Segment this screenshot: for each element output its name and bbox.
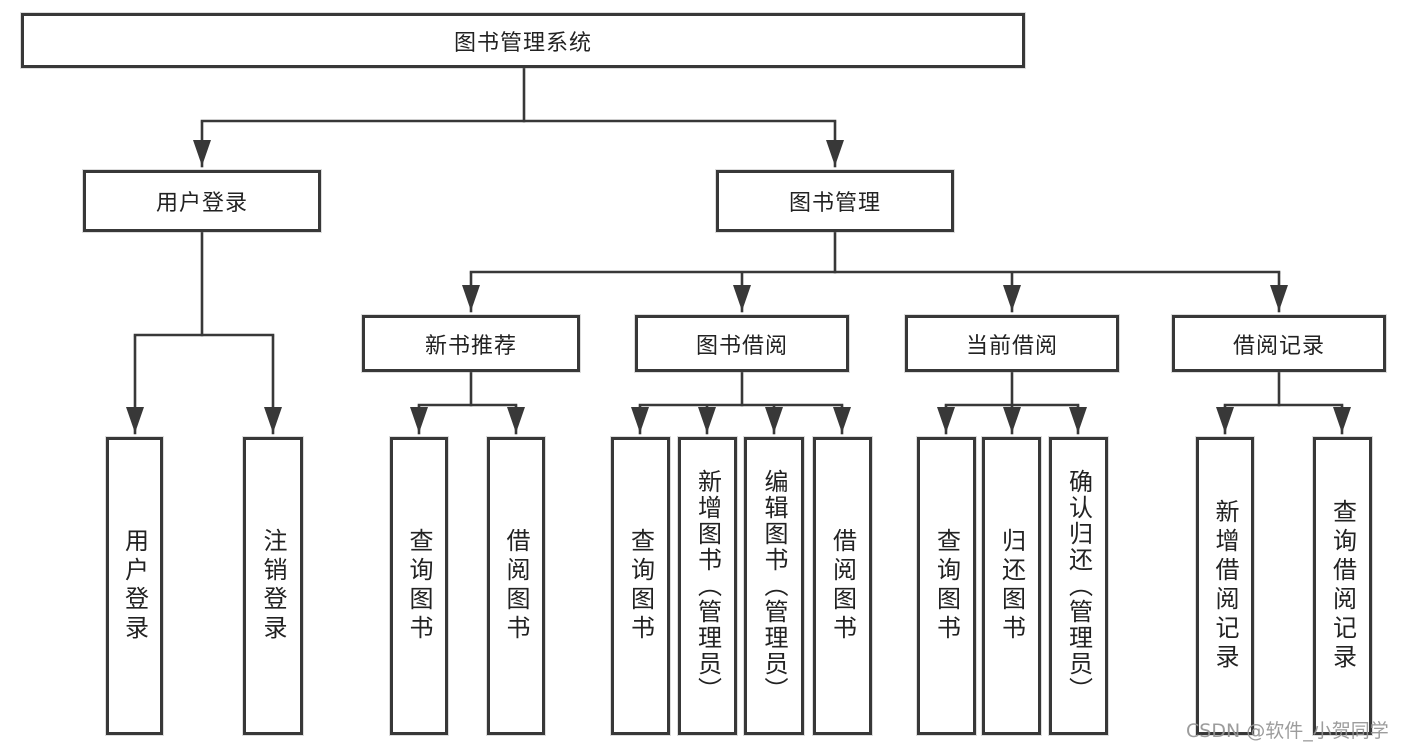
leaf-add-borrow-record: 新增借阅记录: [1196, 437, 1254, 735]
node-book-borrow: 图书借阅: [635, 315, 849, 372]
leaf-newbook-borrow-books-label: 借阅图书: [502, 528, 530, 644]
leaf-borrow-borrow-books-label: 借阅图书: [828, 528, 857, 644]
node-book-borrow-label: 图书借阅: [695, 333, 788, 359]
leaf-borrow-query-books-label: 查询图书: [626, 528, 655, 644]
node-current-borrow-label: 当前借阅: [965, 333, 1058, 359]
leaf-return-books: 归还图书: [982, 437, 1041, 735]
leaf-confirm-return-admin: 确认归还（管理员）: [1049, 437, 1108, 735]
leaf-borrow-query-books: 查询图书: [611, 437, 670, 735]
node-root-label: 图书管理系统: [453, 30, 592, 56]
leaf-add-book-admin-label: 新增图书（管理员）: [693, 469, 722, 703]
leaf-current-query-books: 查询图书: [917, 437, 976, 735]
leaf-logout-label: 注销登录: [259, 528, 287, 644]
node-new-book-recommend-label: 新书推荐: [424, 333, 517, 359]
csdn-watermark: CSDN @软件_小贺同学: [1186, 720, 1389, 742]
node-current-borrow: 当前借阅: [905, 315, 1119, 372]
leaf-query-borrow-record-label: 查询借阅记录: [1328, 499, 1357, 673]
node-book-management-label: 图书管理: [788, 191, 881, 216]
leaf-edit-book-admin: 编辑图书（管理员）: [744, 437, 804, 735]
leaf-edit-book-admin-label: 编辑图书（管理员）: [760, 469, 788, 703]
leaf-return-books-label: 归还图书: [997, 528, 1026, 644]
leaf-user-login-label: 用户登录: [120, 528, 149, 644]
leaf-borrow-borrow-books: 借阅图书: [813, 437, 872, 735]
leaf-logout: 注销登录: [243, 437, 303, 735]
leaf-add-book-admin: 新增图书（管理员）: [678, 437, 737, 735]
node-borrow-records: 借阅记录: [1172, 315, 1386, 372]
node-user-login: 用户登录: [83, 170, 321, 232]
leaf-add-borrow-record-label: 新增借阅记录: [1211, 499, 1239, 673]
leaf-newbook-borrow-books: 借阅图书: [487, 437, 545, 735]
leaf-newbook-query-books: 查询图书: [390, 437, 448, 735]
leaf-current-query-books-label: 查询图书: [932, 528, 961, 644]
leaf-newbook-query-books-label: 查询图书: [405, 528, 433, 644]
leaf-confirm-return-admin-label: 确认归还（管理员）: [1064, 469, 1093, 703]
node-new-book-recommend: 新书推荐: [362, 315, 580, 372]
leaf-query-borrow-record: 查询借阅记录: [1313, 437, 1372, 735]
leaf-user-login: 用户登录: [106, 437, 163, 735]
node-user-login-label: 用户登录: [155, 191, 248, 216]
node-book-management: 图书管理: [716, 170, 954, 232]
node-root: 图书管理系统: [21, 13, 1025, 68]
node-borrow-records-label: 借阅记录: [1232, 333, 1325, 359]
